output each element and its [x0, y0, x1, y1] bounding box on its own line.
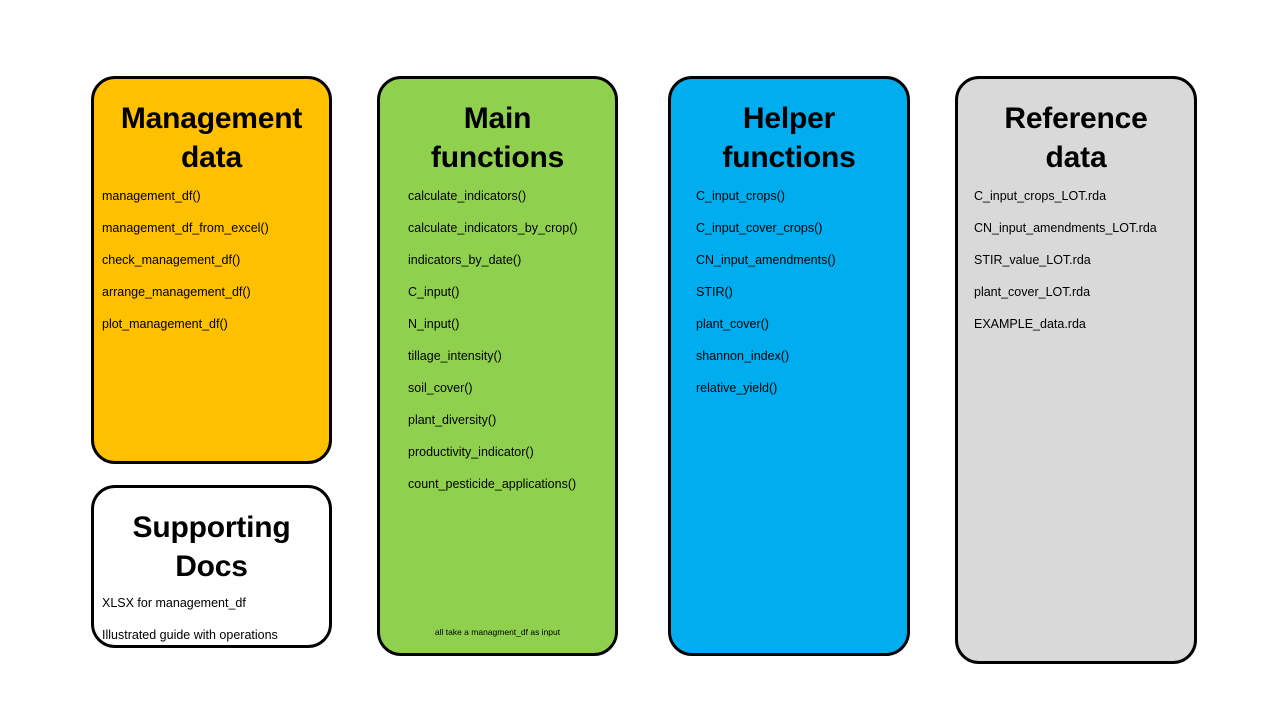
card-management-data: Management data management_df() manageme…: [91, 76, 332, 464]
card-title-supporting-docs: Supporting Docs: [94, 488, 329, 586]
list-item: calculate_indicators(): [408, 189, 527, 203]
list-item: C_input_crops(): [696, 189, 785, 203]
card-title-line-2: Docs: [175, 550, 248, 583]
card-title-reference-data: Reference data: [958, 79, 1194, 177]
card-title-management-data: Management data: [94, 79, 329, 177]
card-title-main-functions: Main functions: [380, 79, 615, 177]
list-item: C_input(): [408, 285, 460, 299]
list-item: count_pesticide_applications(): [408, 477, 577, 491]
card-title-line-2: functions: [722, 141, 856, 174]
card-reference-data: Reference data C_input_crops_LOT.rda CN_…: [955, 76, 1197, 664]
list-item: CN_input_amendments_LOT.rda: [974, 221, 1157, 235]
list-item: N_input(): [408, 317, 460, 331]
card-footnote-main-functions: all take a managment_df as input: [434, 627, 561, 637]
list-item: management_df(): [102, 189, 201, 203]
list-item: STIR(): [696, 285, 733, 299]
card-item-list-supporting-docs: XLSX for management_df Illustrated guide…: [94, 586, 329, 660]
card-item-list-management-data: management_df() management_df_from_excel…: [94, 177, 329, 461]
card-title-line-1: Helper: [742, 102, 836, 135]
list-item: arrange_management_df(): [102, 285, 251, 299]
list-item: XLSX for management_df: [102, 596, 246, 610]
list-item: plot_management_df(): [102, 317, 228, 331]
list-item: productivity_indicator(): [408, 445, 534, 459]
list-item: calculate_indicators_by_crop(): [408, 221, 578, 235]
card-title-line-2: functions: [430, 141, 565, 174]
card-title-helper-functions: Helper functions: [671, 79, 907, 177]
list-item: tillage_intensity(): [408, 349, 502, 363]
list-item: management_df_from_excel(): [102, 221, 269, 235]
list-item: relative_yield(): [696, 381, 778, 395]
card-helper-functions: Helper functions C_input_crops() C_input…: [668, 76, 910, 656]
list-item: CN_input_amendments(): [696, 253, 836, 267]
card-item-list-reference-data: C_input_crops_LOT.rda CN_input_amendment…: [958, 177, 1194, 661]
card-title-line-1: Supporting: [132, 511, 291, 544]
card-item-list-main-functions: calculate_indicators() calculate_indicat…: [380, 177, 615, 627]
card-supporting-docs: Supporting Docs XLSX for management_df I…: [91, 485, 332, 648]
card-title-line-1: Reference: [1004, 102, 1148, 135]
list-item: indicators_by_date(): [408, 253, 522, 267]
list-item: check_management_df(): [102, 253, 241, 267]
list-item: plant_diversity(): [408, 413, 497, 427]
card-title-line-2: data: [181, 141, 242, 174]
list-item: C_input_crops_LOT.rda: [974, 189, 1107, 203]
card-main-functions: Main functions calculate_indicators() ca…: [377, 76, 618, 656]
card-title-line-1: Management: [120, 102, 303, 135]
list-item: Illustrated guide with operations: [102, 628, 278, 642]
list-item: EXAMPLE_data.rda: [974, 317, 1086, 331]
card-title-line-2: data: [1045, 141, 1107, 174]
list-item: C_input_cover_crops(): [696, 221, 823, 235]
list-item: shannon_index(): [696, 349, 790, 363]
card-item-list-helper-functions: C_input_crops() C_input_cover_crops() CN…: [671, 177, 907, 653]
list-item: plant_cover_LOT.rda: [974, 285, 1091, 299]
list-item: soil_cover(): [408, 381, 473, 395]
list-item: plant_cover(): [696, 317, 769, 331]
list-item: STIR_value_LOT.rda: [974, 253, 1091, 267]
card-title-line-1: Main: [463, 102, 532, 135]
